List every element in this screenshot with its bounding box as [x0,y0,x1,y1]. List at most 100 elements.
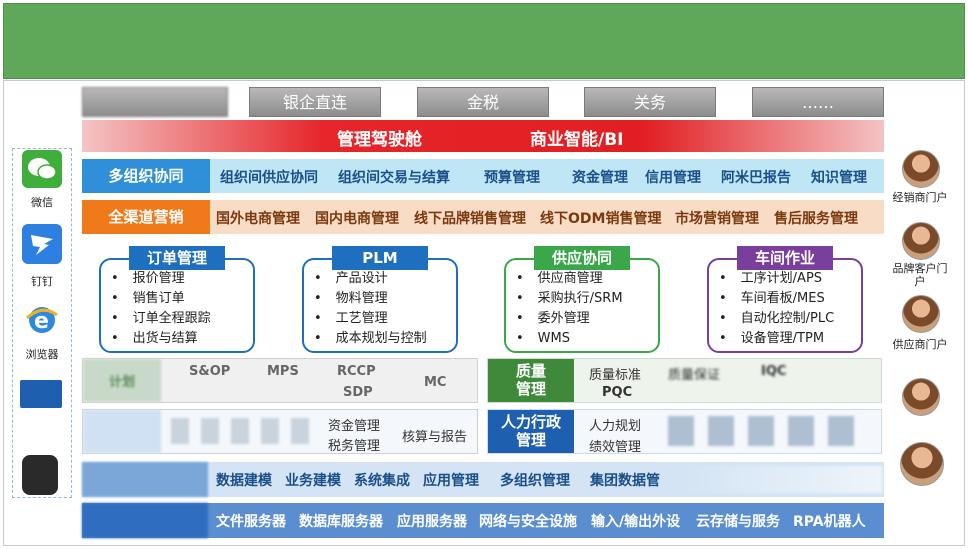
multi-org-item: 信用管理 [645,170,701,186]
infra-item: 输入/输出外设 [591,514,681,530]
finance-label-box [83,410,161,453]
module-item: 委外管理 [516,309,623,329]
order-management-module: 订单管理 报价管理 销售订单 订单全程跟踪 出货与结算 [99,246,255,353]
top-banner [3,3,965,79]
infra-item: RPA机器人 [793,514,866,530]
module-item: 自动化控制/PLC [719,309,835,329]
platform-item: 业务建模 [285,473,341,489]
portal-avatar-4 [902,378,940,416]
wechat-icon [22,150,62,188]
multi-org-item: 知识管理 [811,170,867,186]
hr-label-box: 人力行政 管理 [488,410,574,453]
platform-blurred-tail [682,466,882,493]
quality-item: 质量保证 [668,368,721,383]
omni-channel-row: 全渠道营销 国外电商管理 国内电商管理 线下品牌销售管理 线下ODM销售管理 市… [82,200,884,234]
dingtalk-label: 钉钉 [31,275,53,288]
module-item: 成本规划与控制 [314,329,427,349]
quality-label-line2: 管理 [515,380,546,398]
desktop-app-icon [20,380,62,408]
smart-device-icon [22,455,58,495]
quality-row: 质量 管理 质量标准 质量保证 IQC PQC [487,358,882,403]
module-title: PLM [332,246,428,270]
module-item: 出货与结算 [111,329,211,349]
planning-label: 计划 [109,375,136,390]
finance-item: 核算与报告 [402,430,468,445]
planning-label-box: 计划 [83,359,161,402]
hr-label-line1: 人力行政 [500,413,561,431]
supply-collaboration-module: 供应协同 供应商管理 采购执行/SRM 委外管理 WMS [504,246,660,353]
wechat-label: 微信 [31,196,53,209]
left-channel-column [12,148,72,498]
module-title: 订单管理 [129,246,225,270]
hr-label-line2: 管理 [515,431,546,449]
hr-item: 人力规划 [589,419,642,434]
dingtalk-icon [22,224,62,264]
finance-row: 资金管理 税务管理 核算与报告 [82,409,478,454]
omni-item: 线下ODM销售管理 [540,211,662,227]
platform-row: 数据建模 业务建模 系统集成 应用管理 多组织管理 集团数据管 [82,462,884,497]
planning-item: MPS [267,364,299,379]
module-title: 供应协同 [534,246,630,270]
multi-org-item: 资金管理 [572,170,628,186]
portal-avatar-5 [900,442,944,486]
svg-text:e: e [34,309,49,334]
module-item: 物料管理 [314,289,427,309]
infra-item: 数据库服务器 [299,514,383,530]
top-button-more: …… [752,87,884,117]
module-item: WMS [516,329,623,349]
planning-item: MC [424,375,447,390]
infrastructure-row: 文件服务器 数据库服务器 应用服务器 网络与安全设施 输入/输出外设 云存储与服… [82,503,884,538]
platform-item: 数据建模 [216,473,272,489]
planning-item: SDP [343,385,373,400]
omni-item: 售后服务管理 [774,211,858,227]
platform-item: 多组织管理 [500,473,570,489]
planning-row: 计划 S&OP MPS RCCP SDP MC [82,358,478,403]
module-item: 报价管理 [111,269,211,289]
cockpit-label: 管理驾驶舱 [337,130,422,150]
bi-bar: 管理驾驶舱 商业智能/BI [82,120,884,152]
finance-item: 税务管理 [328,439,381,454]
distributor-portal-label: 经销商门户 [892,191,948,204]
bi-label: 商业智能/BI [530,130,624,150]
supplier-portal-label: 供应商门户 [892,338,948,351]
distributor-avatar [902,150,940,188]
infra-item: 网络与安全设施 [479,514,577,530]
finance-blurred-items [171,418,321,444]
omni-item: 国外电商管理 [216,211,300,227]
top-button-golden-tax: 金税 [417,87,549,117]
hr-item: 绩效管理 [589,440,642,455]
quality-item: PQC [602,385,633,400]
multi-org-item: 阿米巴报告 [721,170,791,186]
omni-item: 国内电商管理 [315,211,399,227]
platform-item: 系统集成 [354,473,410,489]
module-item: 车间看板/MES [719,289,834,309]
multi-org-row: 多组织协同 组织间供应协同 组织间交易与结算 预算管理 资金管理 信用管理 阿米… [82,159,884,193]
planning-item: S&OP [189,364,231,379]
quality-item: IQC [761,364,787,379]
quality-item: 质量标准 [589,368,642,383]
infra-item: 应用服务器 [397,514,467,530]
quality-label-box: 质量 管理 [488,359,574,402]
hr-blurred-items [668,416,868,446]
module-item: 采购执行/SRM [516,289,623,309]
quality-label-line1: 质量 [515,362,546,380]
diagram-frame [3,80,965,546]
plm-module: PLM 产品设计 物料管理 工艺管理 成本规划与控制 [302,246,458,353]
omni-item: 市场营销管理 [675,211,759,227]
multi-org-item: 预算管理 [484,170,540,186]
module-item: 设备管理/TPM [719,329,834,349]
module-item: 订单全程跟踪 [111,309,211,329]
omni-channel-label: 全渠道营销 [82,200,210,234]
omni-item: 线下品牌销售管理 [414,211,526,227]
top-button-bank-link: 银企直连 [249,87,381,117]
brand-customer-portal-label: 品牌客户门户 [892,262,948,288]
supplier-avatar [902,295,940,333]
infrastructure-label-box [82,503,208,538]
browser-label: 浏览器 [25,348,59,361]
module-item: 产品设计 [314,269,427,289]
infra-item: 云存储与服务 [696,514,780,530]
platform-label-box [82,462,208,497]
platform-item: 应用管理 [423,473,479,489]
module-item: 工序计划/APS [719,269,834,289]
module-item: 供应商管理 [516,269,623,289]
